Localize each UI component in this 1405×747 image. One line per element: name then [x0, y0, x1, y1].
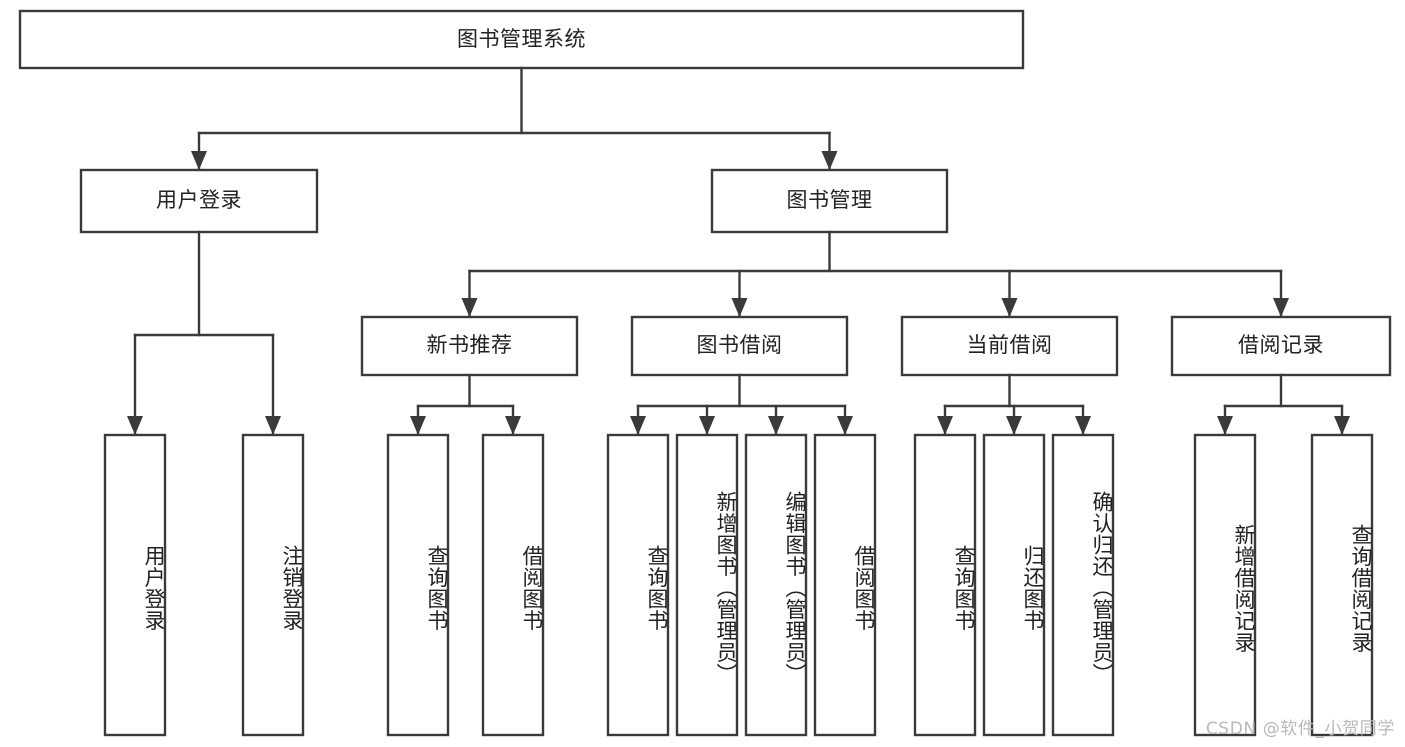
node-box-root[interactable] — [18, 9, 1025, 70]
arrow-head-leaf-add-book — [699, 416, 715, 435]
arrow-head-leaf-query-book-recommend — [410, 416, 426, 435]
node-box-leaf-add-borrow-record[interactable] — [1193, 433, 1257, 737]
node-box-book-manage[interactable] — [710, 168, 949, 234]
node-box-user-login[interactable] — [79, 168, 319, 234]
node-box-new-book-recommend[interactable] — [360, 315, 579, 377]
node-box-book-borrow[interactable] — [630, 315, 849, 377]
arrow-head-leaf-edit-book — [768, 416, 784, 435]
node-box-borrow-record[interactable] — [1170, 315, 1392, 377]
node-box-leaf-query-book-recommend[interactable] — [386, 433, 450, 737]
arrow-head-book-manage — [821, 151, 838, 170]
node-box-current-borrow[interactable] — [900, 315, 1119, 377]
node-box-leaf-borrow-book[interactable] — [813, 433, 877, 737]
arrow-head-leaf-borrow-book-recommend — [505, 416, 521, 435]
arrow-head-current-borrow — [1001, 298, 1018, 317]
arrow-head-leaf-add-borrow-record — [1217, 416, 1233, 435]
arrow-head-user-login — [191, 151, 207, 170]
arrow-head-leaf-query-book-borrow — [630, 416, 646, 435]
arrow-head-borrow-record — [1273, 298, 1289, 317]
arrow-head-leaf-logout — [265, 416, 281, 435]
arrow-head-leaf-user-login — [127, 416, 143, 435]
node-box-leaf-return-book[interactable] — [982, 433, 1046, 737]
arrow-head-leaf-query-book-current — [937, 416, 953, 435]
node-box-leaf-logout[interactable] — [241, 433, 305, 737]
arrow-head-book-borrow — [731, 298, 748, 317]
arrow-head-new-book-recommend — [461, 298, 478, 317]
node-box-leaf-borrow-book-recommend[interactable] — [481, 433, 545, 737]
watermark-text: CSDN @软件_小贺同学 — [1205, 719, 1395, 739]
arrow-head-leaf-borrow-book — [837, 416, 853, 435]
node-box-leaf-user-login[interactable] — [103, 433, 167, 737]
node-box-leaf-query-borrow-record[interactable] — [1310, 433, 1374, 737]
node-box-leaf-edit-book[interactable] — [744, 433, 808, 737]
node-box-leaf-query-book-borrow[interactable] — [606, 433, 670, 737]
arrow-head-leaf-return-book — [1006, 416, 1022, 435]
node-box-leaf-confirm-return[interactable] — [1051, 433, 1115, 737]
arrow-head-leaf-query-borrow-record — [1334, 416, 1350, 435]
node-box-leaf-query-book-current[interactable] — [913, 433, 977, 737]
node-box-leaf-add-book[interactable] — [675, 433, 739, 737]
arrow-head-leaf-confirm-return — [1075, 416, 1091, 435]
